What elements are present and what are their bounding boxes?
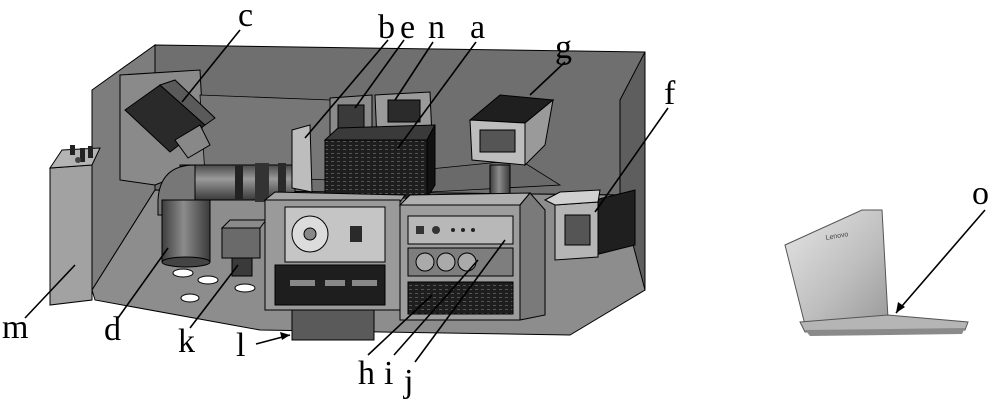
connector — [75, 157, 81, 163]
cabinet-right-side — [520, 193, 545, 320]
indicator-light — [461, 228, 465, 232]
cabinet-right-top — [400, 193, 530, 205]
small-device-body — [222, 228, 260, 258]
indicator-light — [451, 228, 455, 232]
drawer-slot — [325, 280, 345, 286]
component-b — [292, 125, 312, 192]
fan-icon — [437, 253, 455, 271]
tube-ring — [255, 163, 269, 202]
leader-line-o — [896, 210, 985, 313]
fan-icon — [416, 253, 434, 271]
floor-hole — [181, 294, 199, 302]
fan-icon — [458, 253, 476, 271]
floor-hole — [235, 284, 255, 292]
component-i — [408, 248, 513, 276]
component-o-laptop: Lenovo — [785, 210, 968, 336]
drawer-slot — [290, 280, 315, 286]
small-device-top — [222, 220, 266, 228]
small-device-lens — [232, 258, 252, 276]
controller-button — [416, 226, 424, 234]
vertical-pipe-bottom — [162, 257, 210, 267]
label-c: c — [238, 0, 253, 34]
floor-hole — [198, 276, 218, 284]
cube-window — [480, 130, 515, 152]
label-j: j — [403, 363, 413, 400]
frame-n-detail — [388, 100, 420, 122]
label-a: a — [470, 9, 485, 46]
label-o: o — [972, 175, 989, 212]
connector — [70, 145, 75, 155]
label-k: k — [178, 323, 195, 360]
label-f: f — [664, 75, 676, 112]
component-l — [292, 310, 374, 340]
label-i: i — [384, 355, 393, 392]
vertical-pipe — [162, 200, 210, 262]
warning-label — [350, 226, 362, 242]
connector — [88, 146, 93, 158]
component-m — [50, 145, 100, 305]
indicator-light — [471, 228, 475, 232]
component-j — [408, 216, 513, 244]
tube-ring — [235, 165, 243, 200]
drawer-slot — [352, 280, 377, 286]
vented-drawer — [408, 282, 513, 314]
controller-knob — [432, 226, 440, 234]
label-e: e — [400, 9, 415, 46]
label-l: l — [236, 327, 245, 364]
fan-hub — [304, 228, 316, 240]
component-h — [408, 282, 513, 314]
label-n: n — [428, 9, 445, 46]
cabinet-left — [265, 192, 405, 310]
component-a — [325, 125, 435, 198]
tilted-plate — [292, 125, 312, 192]
laptop-lid — [785, 210, 888, 325]
side-device-inner — [565, 215, 590, 245]
cube-post — [490, 165, 510, 197]
bottom-block — [292, 310, 374, 340]
label-m: m — [2, 309, 28, 346]
label-b: b — [378, 9, 395, 46]
side-device-back — [595, 190, 635, 255]
label-h: h — [358, 355, 375, 392]
floor-hole — [173, 269, 193, 277]
cabinet-right — [400, 193, 545, 320]
label-g: g — [555, 29, 572, 66]
label-d: d — [104, 311, 121, 348]
black-camera-body — [325, 140, 427, 198]
